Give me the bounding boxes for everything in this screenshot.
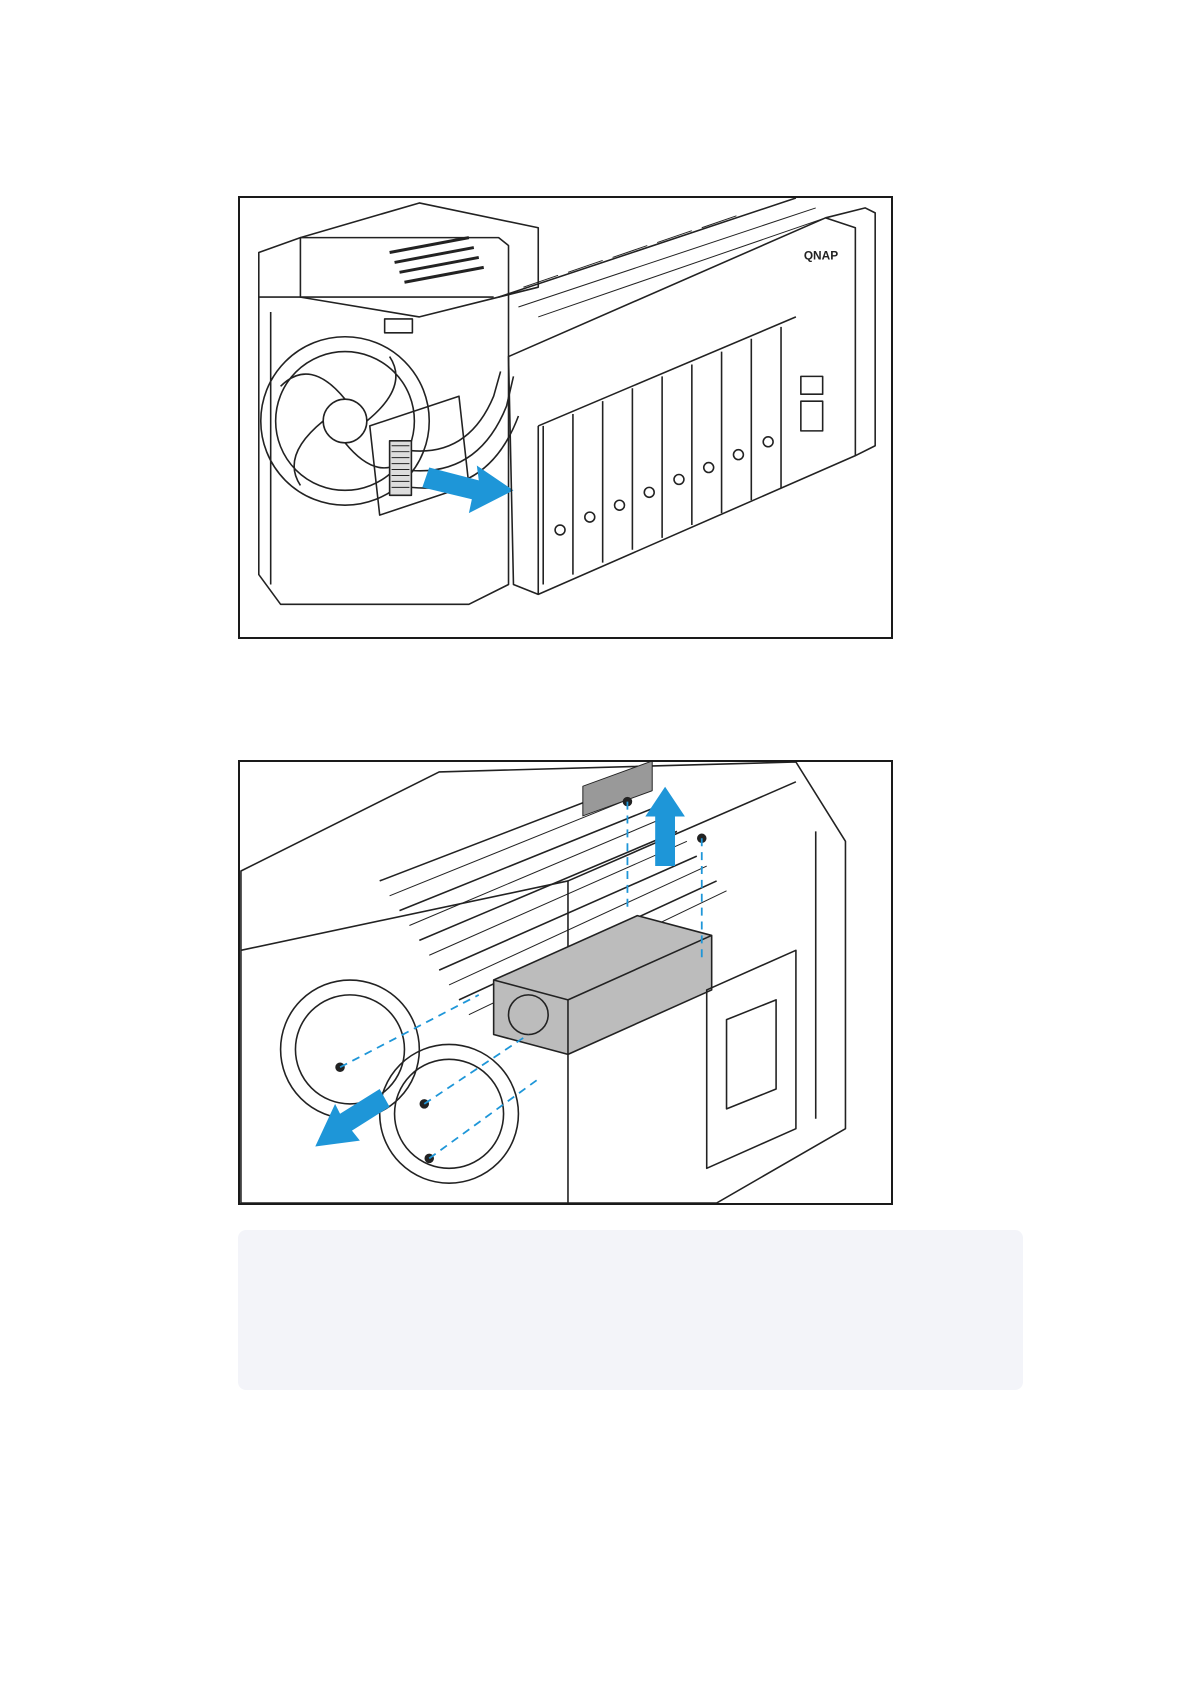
usb-port: [801, 376, 823, 394]
psu-label: [385, 319, 413, 333]
psu-block: [300, 203, 538, 317]
side-panel: [826, 208, 876, 456]
note-box: [238, 1230, 1023, 1390]
arrow-up-icon: [645, 787, 685, 866]
illustration-remove-cable: QNAP: [238, 196, 893, 639]
drive-trays: [543, 327, 781, 585]
bracket: [370, 396, 469, 515]
illustration-remove-psu: [238, 760, 893, 1205]
fan-icon: [281, 980, 519, 1183]
internal-bay: [707, 950, 796, 1168]
psu-vent: [583, 762, 652, 816]
logo: QNAP: [804, 248, 838, 262]
screw-icon: [336, 1063, 344, 1071]
power-button: [801, 401, 823, 431]
arrow-out-icon: [315, 1089, 389, 1146]
front-panel: [509, 218, 856, 595]
ribbon-cable: [411, 371, 518, 488]
